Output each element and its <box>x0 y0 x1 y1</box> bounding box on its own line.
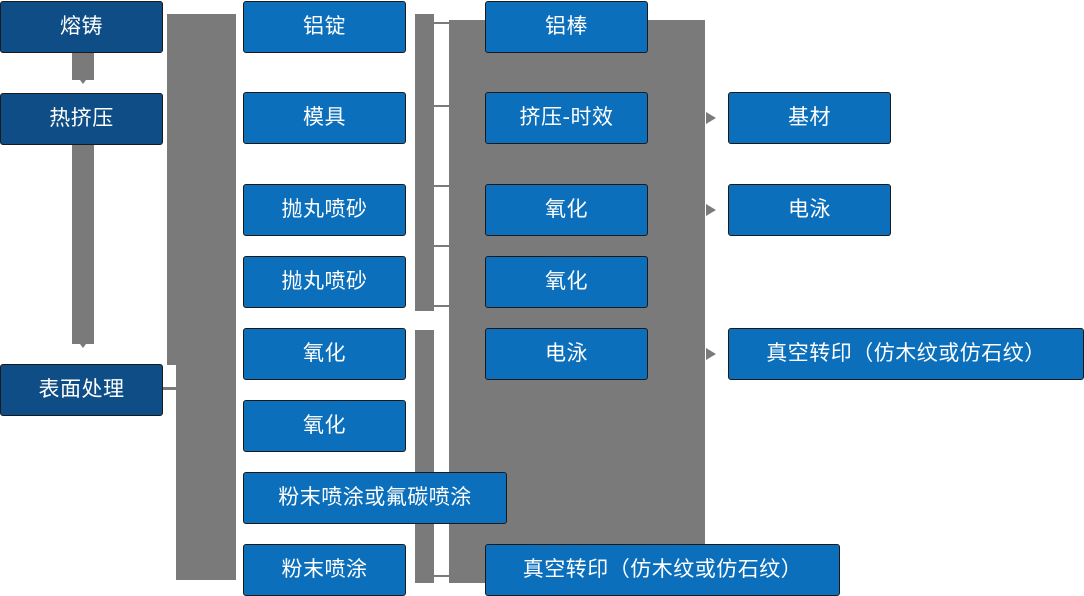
box-label: 氧化 <box>545 269 588 294</box>
connector-input-rail-upper <box>415 14 434 311</box>
box-label: 基材 <box>788 105 831 130</box>
box-label: 真空转印（仿木纹或仿石纹） <box>766 341 1046 366</box>
box-label: 抛丸喷砂 <box>281 197 368 222</box>
box-oxidation-input-2[interactable]: 氧化 <box>243 400 406 452</box>
box-label: 熔铸 <box>60 14 103 39</box>
box-surface-treatment[interactable]: 表面处理 <box>0 364 163 416</box>
box-label: 氧化 <box>303 341 346 366</box>
connector-melting-to-extrusion-arrow <box>74 72 92 84</box>
arrow-to-c2b2 <box>222 109 236 127</box>
box-aluminum-bar[interactable]: 铝棒 <box>485 1 648 53</box>
rail-tick-3 <box>432 185 450 187</box>
box-label: 抛丸喷砂 <box>281 269 368 294</box>
box-label: 铝锭 <box>303 14 346 39</box>
arrow-to-c2b6 <box>222 417 236 435</box>
box-hot-extrusion[interactable]: 热挤压 <box>0 93 163 145</box>
box-label: 氧化 <box>303 413 346 438</box>
connector-extrusion-to-surface-stem <box>72 144 94 344</box>
arrow-to-c2b5 <box>222 345 236 363</box>
arrow-to-c2b4 <box>222 273 236 291</box>
rail-tick-2 <box>432 105 450 107</box>
box-label: 粉末喷涂或氟碳喷涂 <box>278 485 472 510</box>
connector-input-rail-lower <box>415 330 434 583</box>
box-label: 氧化 <box>545 197 588 222</box>
box-extrusion-aging[interactable]: 挤压-时效 <box>485 92 648 144</box>
box-oxidation-process-2[interactable]: 氧化 <box>485 256 648 308</box>
rail-tick-6 <box>432 575 450 577</box>
box-shot-blasting-2[interactable]: 抛丸喷砂 <box>243 256 406 308</box>
box-label: 电泳 <box>545 341 588 366</box>
box-vacuum-transfer-printing-output[interactable]: 真空转印（仿木纹或仿石纹） <box>728 328 1084 380</box>
box-melting-casting[interactable]: 熔铸 <box>0 1 163 53</box>
box-label: 表面处理 <box>38 377 125 402</box>
box-electrophoresis-output[interactable]: 电泳 <box>728 184 891 236</box>
box-label: 粉末喷涂 <box>281 557 368 582</box>
box-mold[interactable]: 模具 <box>243 92 406 144</box>
connector-stage-to-input-upper <box>167 14 236 365</box>
rail-tick-4 <box>432 245 450 247</box>
box-label: 铝棒 <box>545 14 588 39</box>
arrow-to-c2b1 <box>222 18 236 36</box>
arrow-to-c2b3 <box>222 201 236 219</box>
arrow-to-c2b8 <box>222 561 236 579</box>
box-label: 热挤压 <box>49 106 114 131</box>
box-vacuum-transfer-printing-process[interactable]: 真空转印（仿木纹或仿石纹） <box>485 544 840 596</box>
connector-stage-to-input-lower <box>176 365 236 580</box>
arrow-to-c4b3 <box>706 348 716 360</box>
box-shot-blasting-1[interactable]: 抛丸喷砂 <box>243 184 406 236</box>
arrow-to-c2b7 <box>222 489 236 507</box>
box-aluminum-ingot[interactable]: 铝锭 <box>243 1 406 53</box>
box-label: 真空转印（仿木纹或仿石纹） <box>522 557 803 582</box>
box-label: 挤压-时效 <box>519 105 614 130</box>
box-powder-coating[interactable]: 粉末喷涂 <box>243 544 406 596</box>
box-electrophoresis-process[interactable]: 电泳 <box>485 328 648 380</box>
arrow-to-c4b1 <box>706 112 716 124</box>
box-label: 模具 <box>303 105 346 130</box>
box-substrate[interactable]: 基材 <box>728 92 891 144</box>
box-oxidation-process-1[interactable]: 氧化 <box>485 184 648 236</box>
box-powder-or-fluorocarbon-coating[interactable]: 粉末喷涂或氟碳喷涂 <box>243 472 507 524</box>
rail-tick-5 <box>432 305 450 307</box>
rail-tick-1 <box>432 22 450 24</box>
box-oxidation-input-1[interactable]: 氧化 <box>243 328 406 380</box>
box-label: 电泳 <box>788 197 831 222</box>
connector-extrusion-to-surface-arrow <box>74 336 92 348</box>
arrow-to-c4b2 <box>706 204 716 216</box>
